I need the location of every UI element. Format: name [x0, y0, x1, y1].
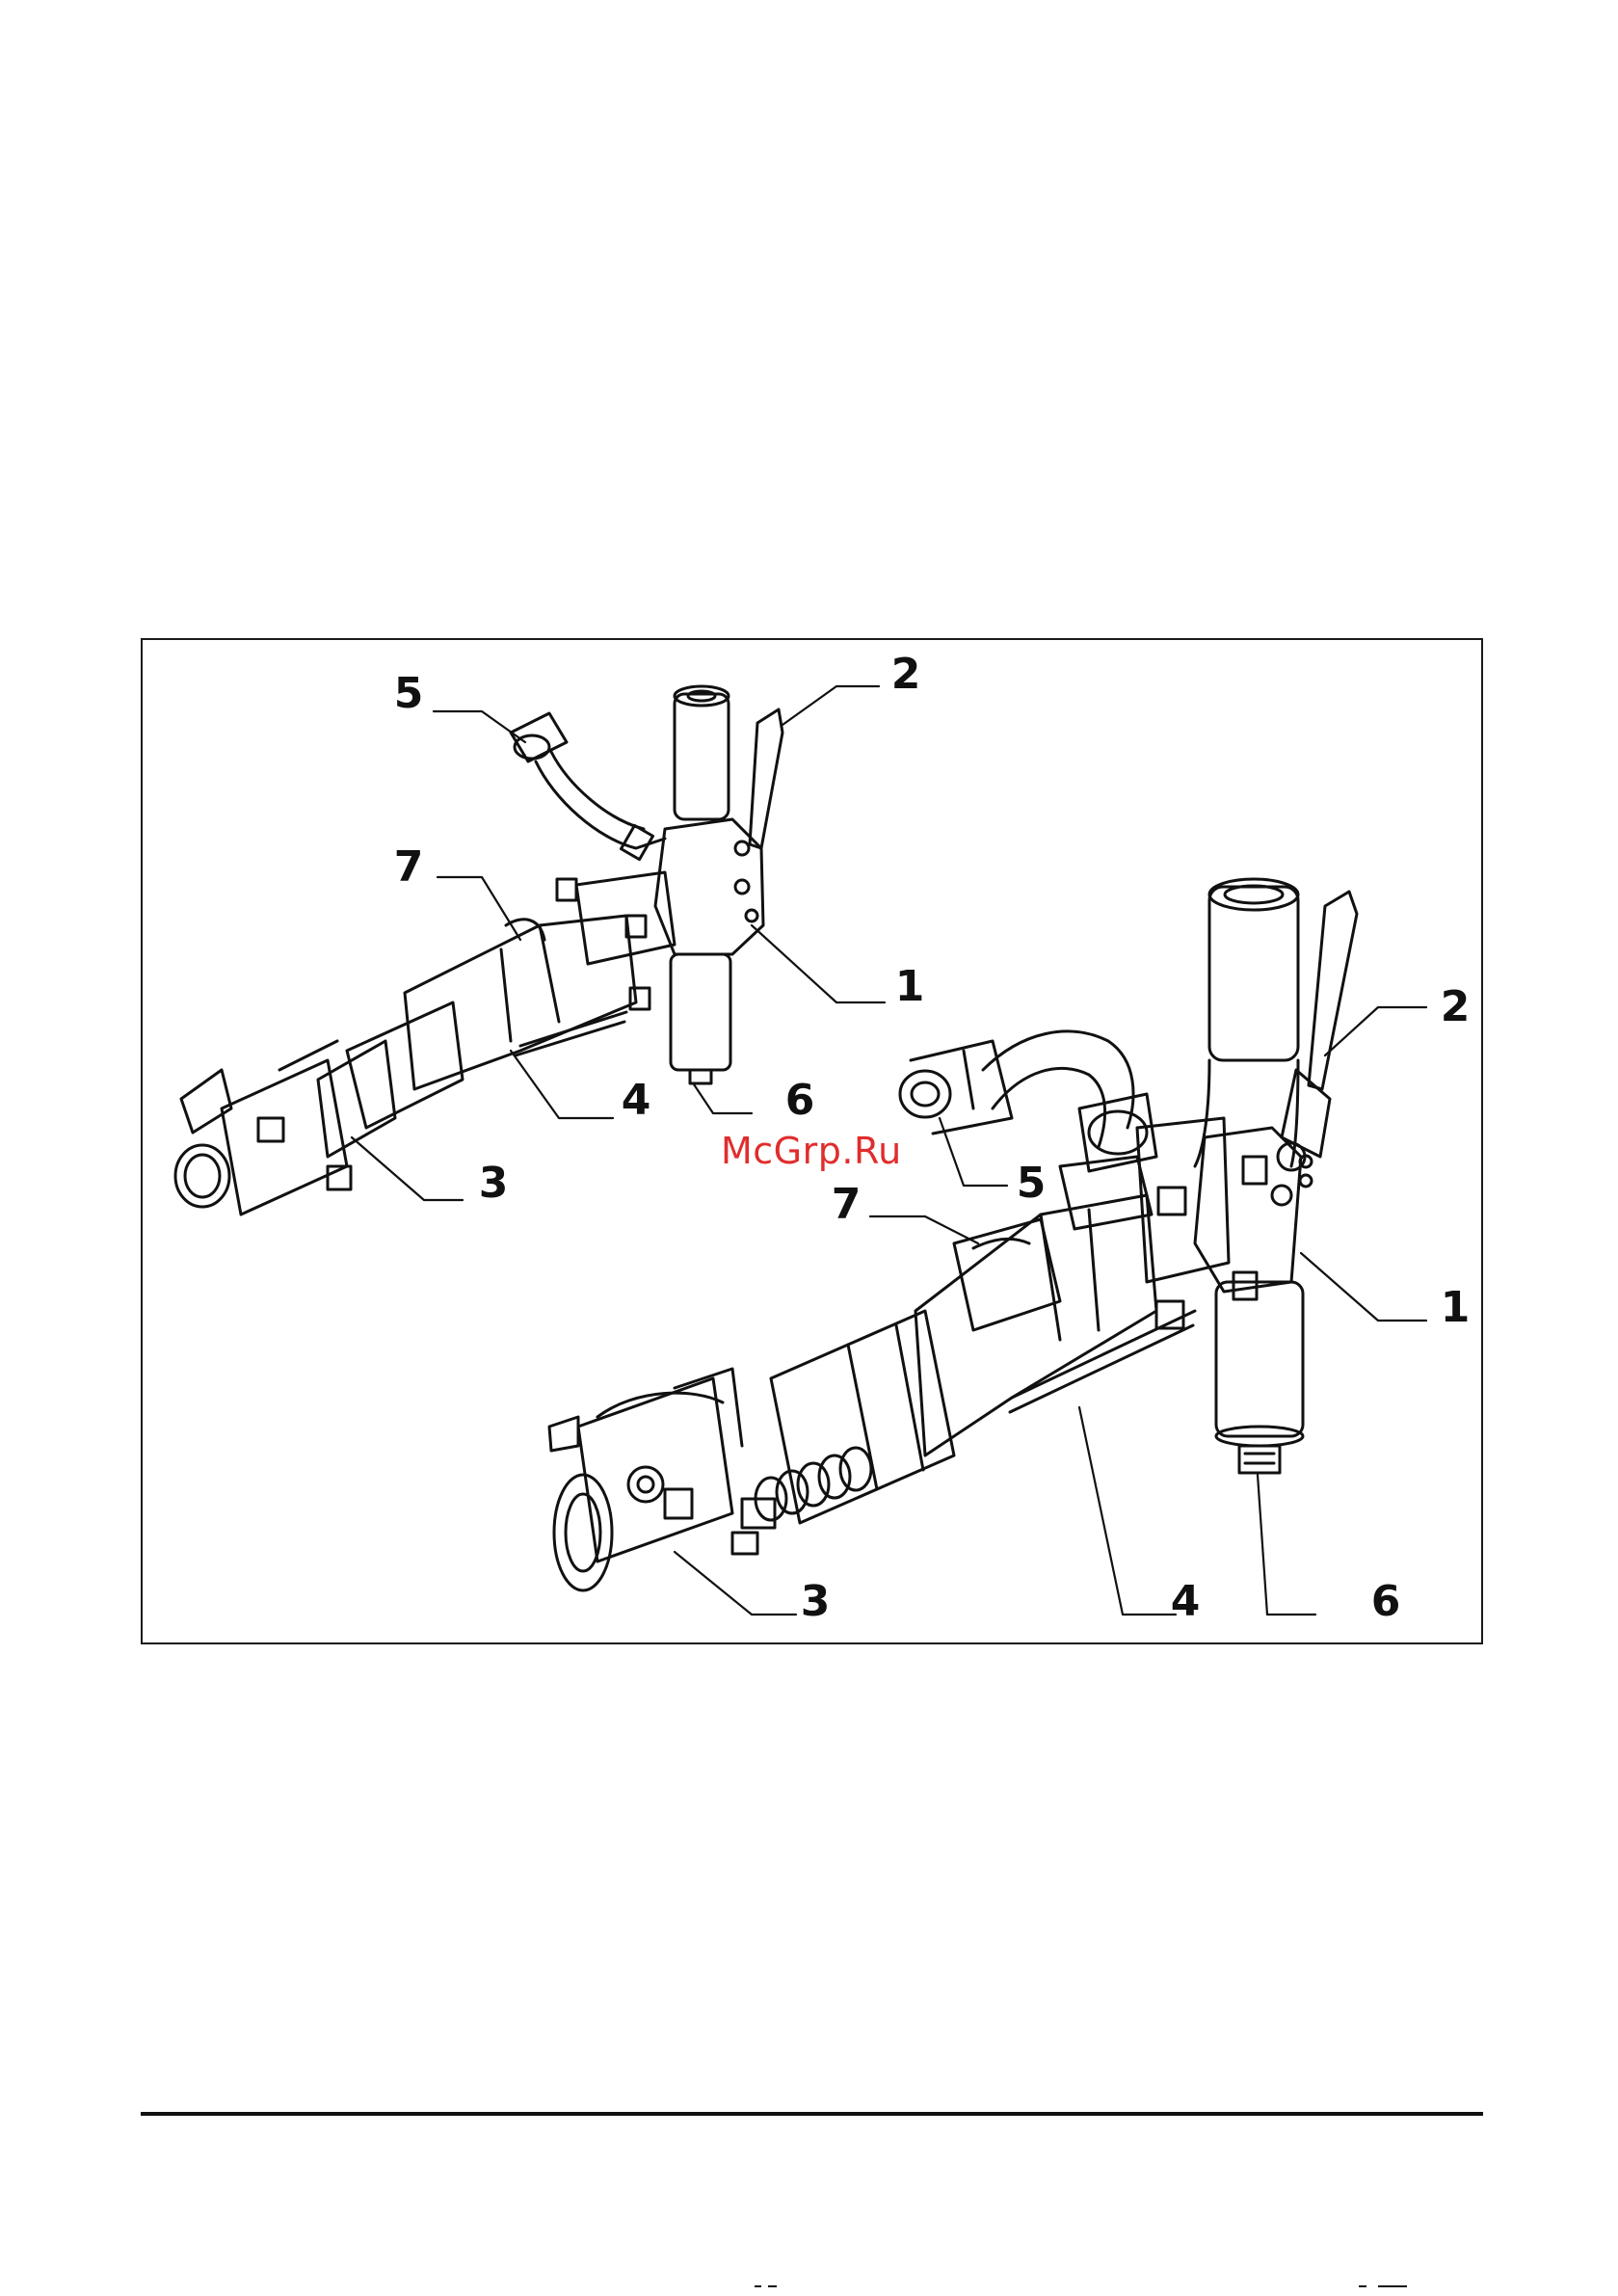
callout-7-upper: 7: [394, 846, 424, 889]
callout-1-lower: 1: [1441, 1287, 1471, 1329]
callout-6-upper: 6: [785, 1080, 815, 1122]
callout-6-lower: 6: [1371, 1581, 1401, 1623]
callout-5-lower: 5: [1017, 1162, 1047, 1205]
callout-4-upper: 4: [622, 1080, 651, 1122]
callout-7-lower: 7: [832, 1184, 862, 1226]
callout-4-lower: 4: [1171, 1581, 1201, 1623]
watermark-text: McGrp.Ru: [721, 1130, 902, 1172]
callout-3-lower: 3: [801, 1581, 831, 1623]
callout-3-upper: 3: [479, 1162, 509, 1205]
callout-2-upper: 2: [891, 654, 921, 696]
callout-2-lower: 2: [1441, 986, 1471, 1028]
upper-assembly: [175, 686, 782, 1215]
page-edge-marks: [0, 2284, 1618, 2296]
callout-1-upper: 1: [895, 966, 925, 1008]
callout-5-upper: 5: [394, 673, 424, 715]
footer-rule: [141, 2112, 1483, 2116]
